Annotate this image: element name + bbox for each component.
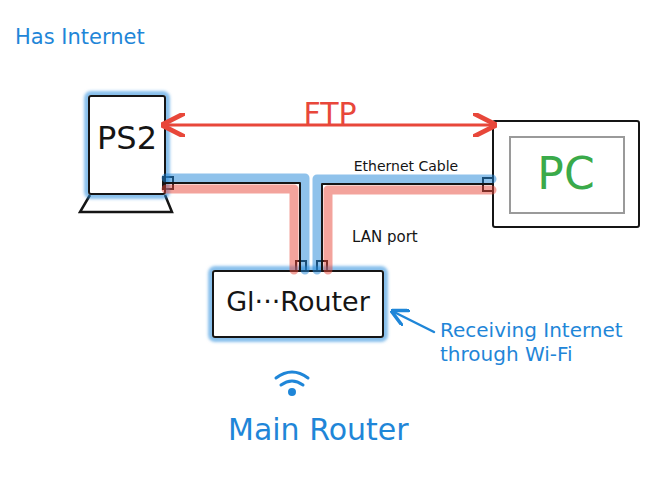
computer-name: PC (494, 148, 638, 199)
console-name: PS2 (90, 119, 164, 157)
ethernet-cable (166, 183, 300, 270)
ethernet-cable-group (317, 179, 492, 270)
ethernet-cable (322, 184, 492, 270)
port-label: LAN port (352, 228, 472, 246)
wifi-symbol (276, 372, 308, 395)
callout-note: Receiving Internet through Wi-Fi (440, 318, 630, 366)
monitor-box: PC (492, 120, 640, 228)
cable-glow (166, 178, 305, 270)
router-name: Gl···Router (214, 286, 382, 317)
ethernet-cable-group (166, 178, 305, 270)
device-caption: Main Router (228, 412, 428, 448)
heading-text: Has Internet (15, 25, 145, 49)
console-stand (80, 195, 172, 212)
ftp-arrow-group (166, 125, 492, 126)
console-box: Has InternetPS2 (88, 95, 166, 195)
router-box: Gl···Router (212, 270, 384, 338)
cable-glow (328, 190, 492, 270)
callout-arrow (394, 312, 434, 332)
ftp-arrow (166, 124, 492, 127)
cable-glow (166, 189, 294, 270)
cable-label: Ethernet Cable (354, 158, 459, 174)
protocol-label: FTP (303, 96, 356, 131)
cable-glow (317, 179, 492, 270)
